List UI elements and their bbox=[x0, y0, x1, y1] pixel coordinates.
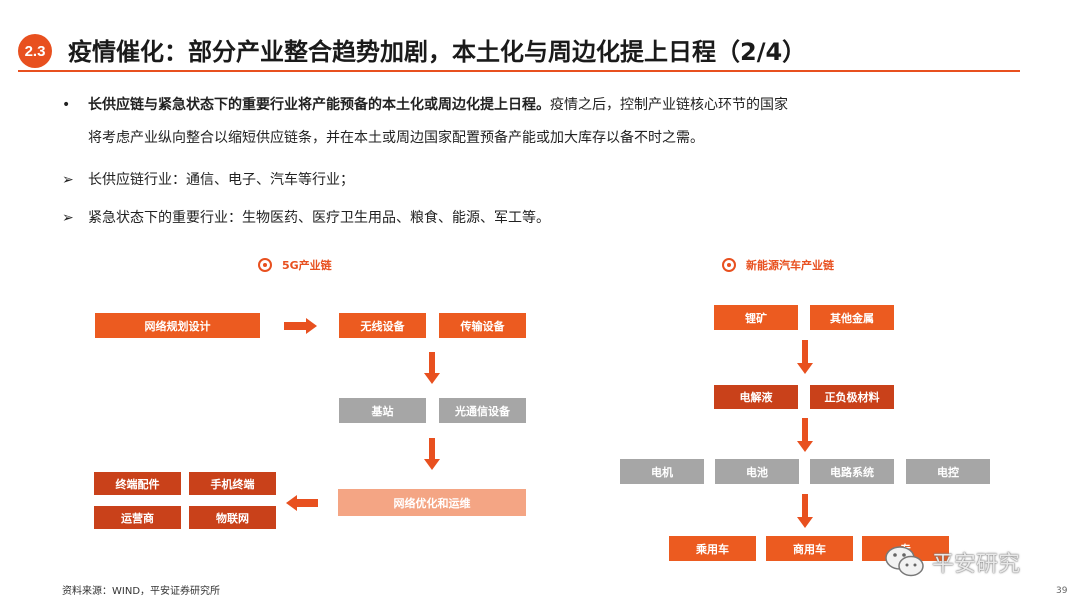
box-electric-control: 电控 bbox=[906, 459, 990, 484]
box-circuit-system: 电路系统 bbox=[810, 459, 894, 484]
nev-chain-title-text: 新能源汽车产业链 bbox=[746, 259, 834, 272]
box-passenger-car: 乘用车 bbox=[669, 536, 756, 561]
section-badge: 2.3 bbox=[18, 34, 52, 68]
title-underline bbox=[18, 70, 1020, 72]
arrow-bullet-icon: ➢ bbox=[62, 210, 74, 226]
wechat-icon bbox=[885, 546, 924, 577]
5g-chain-title: 5G产业链 bbox=[258, 257, 332, 273]
box-network-planning: 网络规划设计 bbox=[95, 313, 260, 338]
box-motor: 电机 bbox=[620, 459, 704, 484]
box-electrolyte: 电解液 bbox=[714, 385, 798, 409]
box-terminal-parts: 终端配件 bbox=[94, 472, 181, 495]
box-iot: 物联网 bbox=[189, 506, 276, 529]
box-electrode-materials: 正负极材料 bbox=[810, 385, 894, 409]
arrow-right-icon bbox=[284, 318, 317, 334]
nev-chain-title: 新能源汽车产业链 bbox=[722, 257, 834, 273]
box-network-optimization: 网络优化和运维 bbox=[338, 489, 526, 516]
arrow-down-icon bbox=[797, 418, 813, 452]
box-phone-terminal: 手机终端 bbox=[189, 472, 276, 495]
watermark-text: 平安研究 bbox=[932, 552, 1021, 577]
box-lithium-ore: 锂矿 bbox=[714, 305, 798, 330]
arrow-down-icon bbox=[424, 352, 440, 384]
bullet-dot: • bbox=[62, 97, 71, 113]
box-optical-comm: 光通信设备 bbox=[439, 398, 526, 423]
box-operator: 运营商 bbox=[94, 506, 181, 529]
arrow-left-icon bbox=[286, 495, 318, 511]
paragraph-3-text: 紧急状态下的重要行业：生物医药、医疗卫生用品、粮食、能源、军工等。 bbox=[88, 210, 550, 226]
box-other-metals: 其他金属 bbox=[810, 305, 894, 330]
box-transmission-equipment: 传输设备 bbox=[439, 313, 526, 338]
5g-chain-title-text: 5G产业链 bbox=[282, 259, 332, 272]
target-icon bbox=[258, 258, 272, 272]
paragraph-1-line-1: 长供应链与紧急状态下的重要行业将产能预备的本土化或周边化提上日程。疫情之后，控制… bbox=[88, 93, 788, 117]
page-title: 疫情催化：部分产业整合趋势加剧，本土化与周边化提上日程（2/4） bbox=[68, 38, 807, 66]
box-wireless-equipment: 无线设备 bbox=[339, 313, 426, 338]
box-commercial-vehicle: 商用车 bbox=[766, 536, 853, 561]
arrow-down-icon bbox=[797, 494, 813, 528]
target-icon bbox=[722, 258, 736, 272]
paragraph-2-text: 长供应链行业：通信、电子、汽车等行业； bbox=[88, 172, 354, 188]
paragraph-1-rest: 疫情之后，控制产业链核心环节的国家 bbox=[550, 97, 788, 113]
arrow-bullet-icon: ➢ bbox=[62, 172, 74, 188]
paragraph-1-bold: 长供应链与紧急状态下的重要行业将产能预备的本土化或周边化提上日程。 bbox=[88, 97, 550, 113]
paragraph-1-line-2-text: 将考虑产业纵向整合以缩短供应链条，并在本土或周边国家配置预备产能或加大库存以备不… bbox=[88, 130, 704, 146]
arrow-down-icon bbox=[424, 438, 440, 470]
box-battery: 电池 bbox=[715, 459, 799, 484]
box-base-station: 基站 bbox=[339, 398, 426, 423]
arrow-down-icon bbox=[797, 340, 813, 374]
page-number: 39 bbox=[1056, 586, 1068, 596]
source-note: 资料来源：WIND，平安证券研究所 bbox=[62, 586, 221, 597]
watermark: 平安研究 bbox=[884, 540, 1034, 584]
